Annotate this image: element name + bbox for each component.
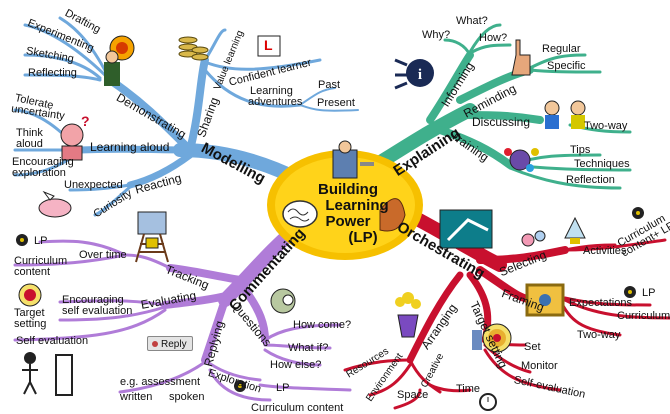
center-line-4: (LP) (348, 229, 378, 246)
coins-stack-icon (178, 36, 209, 61)
brain-icon (282, 200, 318, 228)
stopwatch-icon (479, 393, 497, 411)
info-circle-icon: i (394, 58, 434, 90)
leaf-target: Target (14, 307, 45, 319)
leaf-self-evaluation-eval: self evaluation (62, 305, 133, 317)
leaf-what: What? (456, 15, 488, 27)
leaf-curriculum-framing: Curriculum (617, 310, 670, 322)
leaf-why: Why? (422, 29, 451, 41)
svg-text:?: ? (81, 113, 90, 129)
train-track-icon (135, 211, 169, 263)
leaf-lp-framing: LP (642, 287, 656, 299)
leaf-adventures: adventures (248, 96, 303, 108)
leaf-techniques: Techniques (574, 158, 630, 170)
experimenting-person-icon (104, 35, 135, 86)
leaf-how-else: How else? (270, 359, 322, 371)
leaf-how: How? (479, 32, 508, 44)
leaf-curriculum-content-reply: Curriculum content (251, 402, 344, 414)
leaf-time: Time (456, 383, 481, 395)
leaf-self-evaluation-2: Self evaluation (16, 335, 89, 347)
sub-discussing: Discussing (472, 115, 531, 129)
leaf-content-tracking: content (14, 266, 51, 278)
flower-vase-icon (395, 292, 421, 338)
leaf-monitor: Monitor (521, 360, 558, 372)
leaf-aloud: aloud (16, 138, 43, 150)
cd-icon-2 (234, 380, 246, 392)
leaf-set: Set (524, 341, 541, 353)
builder-icon (332, 140, 374, 179)
thinking-person-icon: ? (60, 113, 90, 161)
juggler-icon (504, 148, 539, 172)
cd-icon-4 (624, 286, 636, 298)
leaf-space: Space (397, 389, 429, 401)
leaf-lp-tracking: LP (34, 235, 48, 247)
cd-icon-1 (16, 234, 28, 246)
person-with-mirror-icon (22, 352, 73, 396)
reply-icon (152, 341, 158, 347)
reply-button[interactable]: Reply (147, 336, 193, 351)
candy-icon (521, 230, 546, 247)
leaf-encouraging-eval: Encouraging (62, 294, 124, 306)
center-line-2: Learning (325, 197, 389, 214)
leaf-over-time: Over time (79, 249, 127, 261)
leaf-expectations: Expectations (569, 297, 632, 309)
leaf-two-way-discussing: Two-way (584, 120, 628, 132)
sub-learning-aloud: Learning aloud (90, 140, 170, 154)
conductor-hands-icon (439, 209, 493, 249)
leaf-what-if: What if? (288, 342, 329, 354)
leaf-activities: Activities (583, 245, 627, 257)
leaf-unexpected: Unexpected (64, 179, 123, 191)
leaf-reflecting: Reflecting (28, 67, 77, 79)
svg-text:i: i (418, 67, 422, 83)
leaf-regular: Regular (542, 43, 581, 55)
target-archer-icon (472, 323, 512, 353)
leaf-lp-reply: LP (276, 382, 290, 394)
center-line-3: Power (325, 213, 371, 230)
leaf-present: Present (317, 97, 355, 109)
flying-pig-icon (38, 190, 72, 218)
l-plate-letter: L (264, 37, 273, 53)
center-title: Building Learning Power (LP) (293, 182, 403, 246)
picture-frame-icon (525, 283, 565, 317)
l-plate-icon (257, 35, 281, 57)
leaf-learning: Learning (250, 85, 293, 97)
muscle-arm-icon (379, 198, 406, 232)
leaf-specific: Specific (547, 60, 586, 72)
leaf-setting: setting (14, 318, 47, 330)
leaf-reflection: Reflection (566, 174, 615, 186)
reply-label: Reply (161, 339, 187, 350)
leaf-spoken: spoken (169, 391, 205, 403)
leaf-two-way-framing: Two-way (577, 329, 621, 341)
leaf-think: Think (16, 127, 43, 139)
rocket-icon (564, 216, 586, 244)
leaf-tips: Tips (570, 144, 591, 156)
leaf-how-come: How come? (293, 319, 352, 331)
leaf-exploration: exploration (12, 167, 66, 179)
pointing-hand-icon (511, 39, 531, 76)
leaf-past: Past (318, 79, 341, 91)
leaf-written: written (120, 391, 153, 403)
leaf-curriculum-tracking: Curriculum (14, 255, 68, 267)
detective-icon (270, 288, 296, 314)
cd-icon-3 (632, 207, 644, 219)
center-line-1: Building (318, 181, 378, 198)
target-icon (18, 283, 42, 307)
leaf-eg-assessment: e.g. assessment (120, 376, 201, 388)
two-people-talking-icon (544, 100, 586, 129)
leaf-encouraging: Encouraging (12, 156, 74, 168)
